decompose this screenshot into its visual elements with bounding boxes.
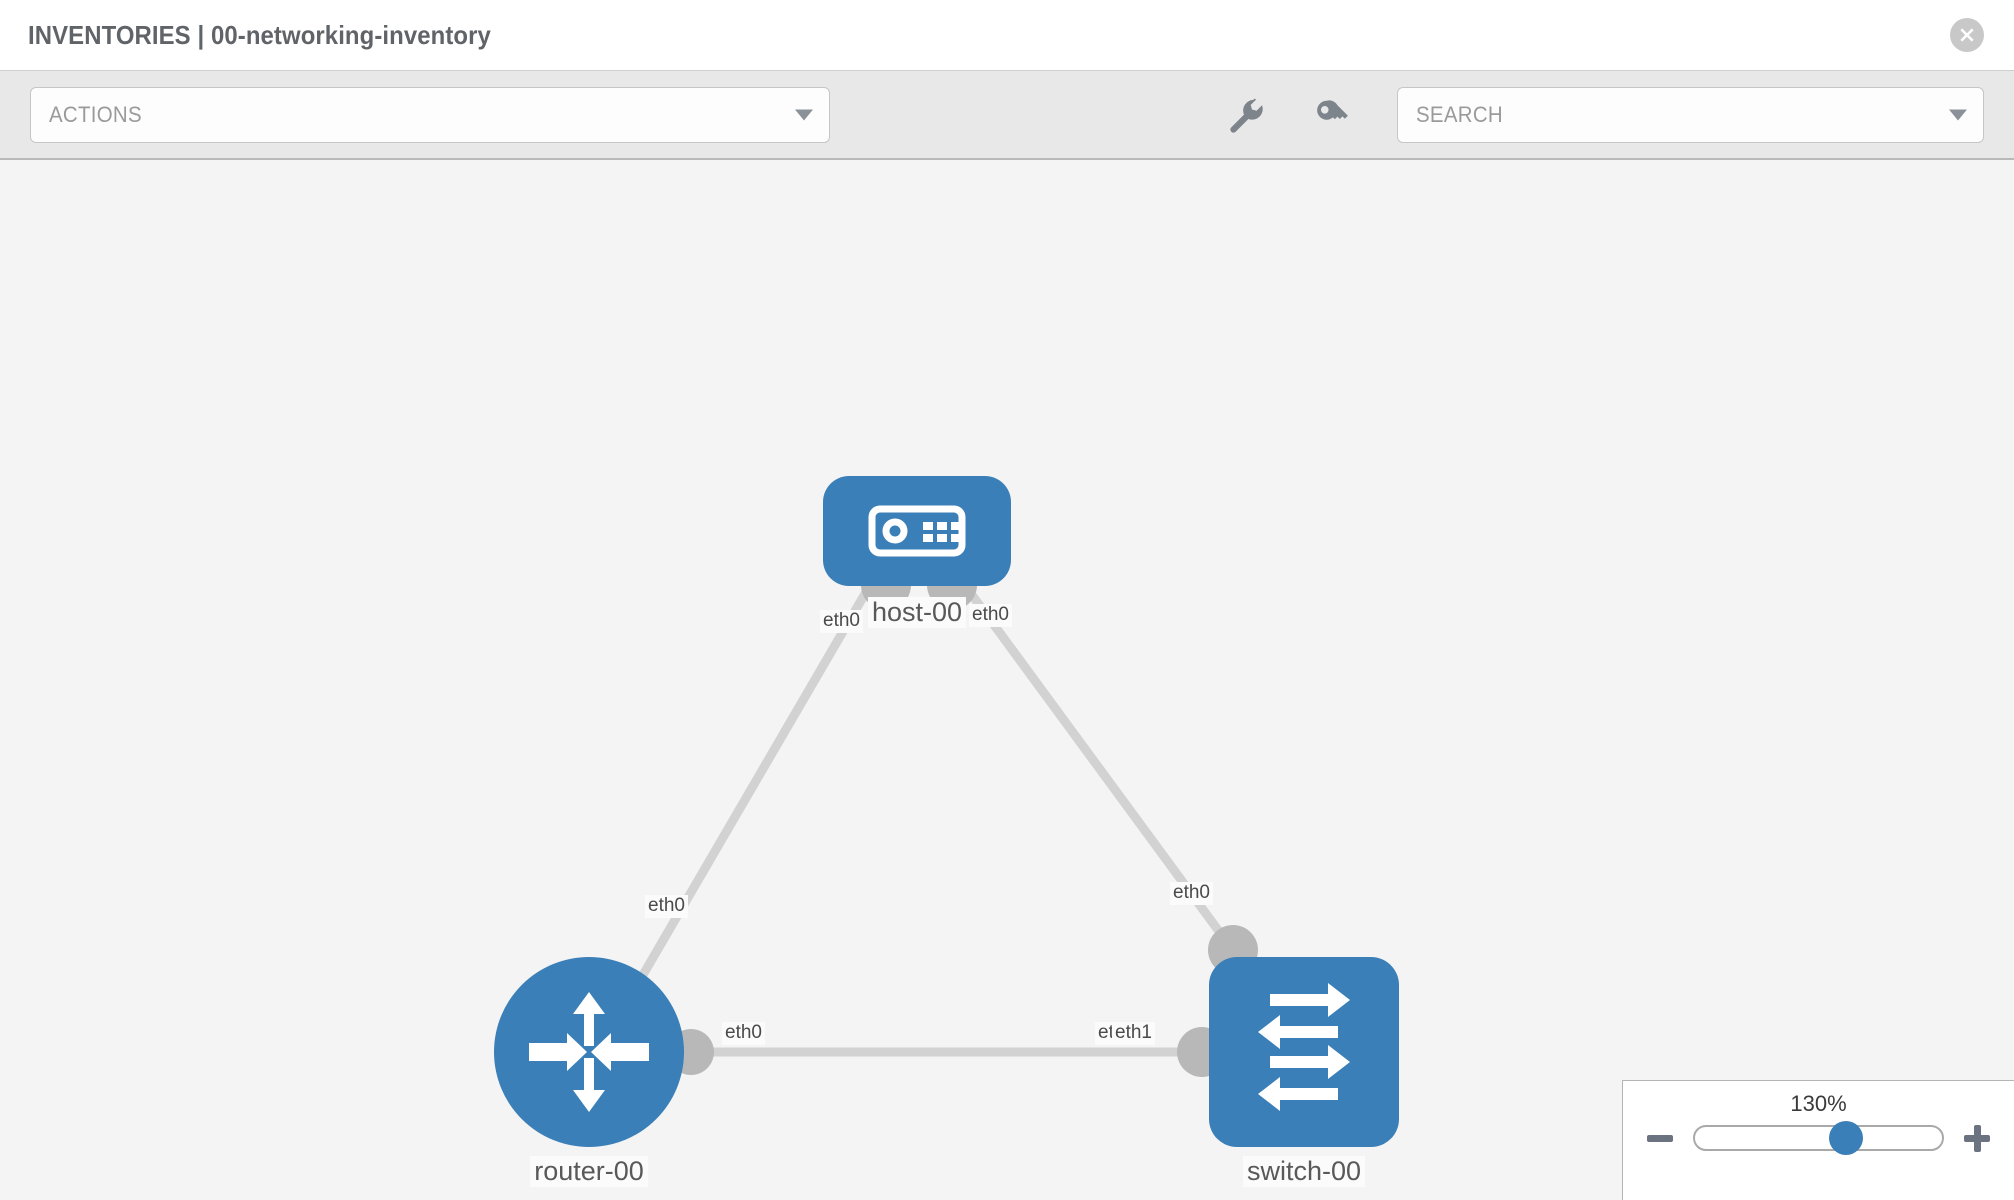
search-container: SEARCH: [1397, 86, 1984, 143]
chevron-down-icon: [795, 109, 813, 120]
zoom-level-value: 130%: [1790, 1091, 1847, 1116]
iface-label-switch-eth0-north: eth0: [1170, 882, 1213, 905]
topology-ports: [668, 560, 1258, 1077]
iface-label-host-eth0-left: eth0: [820, 610, 863, 633]
key-icon[interactable]: [1311, 94, 1353, 136]
iface-label-router-eth0-east: eth0: [722, 1022, 765, 1045]
zoom-in-button[interactable]: [1962, 1123, 1992, 1153]
zoom-out-button[interactable]: [1645, 1123, 1675, 1153]
node-router-00: [494, 957, 684, 1147]
link-host-router: [635, 575, 878, 985]
node-switch-00: [1209, 957, 1399, 1147]
search-input[interactable]: SEARCH: [1397, 86, 1984, 143]
iface-label-switch-eth1-west: eth1: [1112, 1022, 1155, 1045]
search-placeholder: SEARCH: [1416, 101, 1503, 127]
zoom-slider-thumb[interactable]: [1828, 1121, 1863, 1155]
toolbar: ACTIONS SEARCH: [0, 70, 2014, 160]
actions-dropdown-label: ACTIONS: [49, 101, 142, 127]
node-host-00: [823, 476, 1011, 586]
wrench-icon[interactable]: [1225, 94, 1267, 136]
close-icon[interactable]: [1950, 18, 1984, 52]
topology-links: [635, 575, 1245, 1057]
topology-canvas[interactable]: host-00 router-00 switch-00 eth0 eth0 et…: [0, 160, 2014, 1200]
iface-label-host-eth0-right: eth0: [969, 604, 1012, 627]
topology-graph: [494, 476, 1399, 1147]
app-header: INVENTORIES | 00-networking-inventory: [0, 0, 2014, 70]
node-label-host[interactable]: host-00: [867, 597, 967, 629]
node-label-router[interactable]: router-00: [530, 1156, 648, 1188]
actions-dropdown[interactable]: ACTIONS: [30, 86, 830, 143]
iface-label-router-eth0-north: eth0: [645, 895, 688, 918]
breadcrumb: INVENTORIES | 00-networking-inventory: [28, 19, 491, 50]
zoom-slider[interactable]: [1693, 1121, 1944, 1155]
toolbar-icon-group: [1225, 94, 1353, 136]
chevron-down-icon: [1949, 109, 1967, 120]
zoom-slider-row: [1623, 1121, 2014, 1155]
node-label-switch[interactable]: switch-00: [1242, 1156, 1366, 1188]
zoom-control-panel: 130%: [1622, 1080, 2014, 1200]
